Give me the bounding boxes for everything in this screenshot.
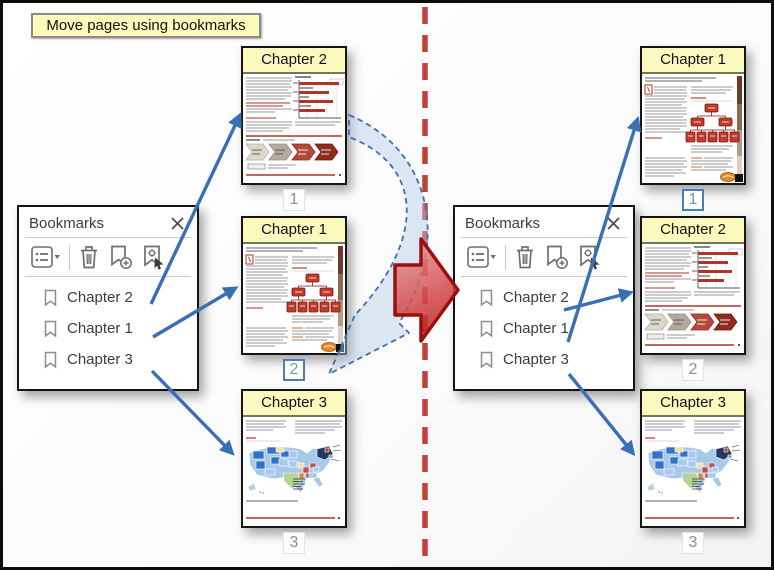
page-number-before-1: 1 [241,189,347,211]
title-banner: Move pages using bookmarks [31,13,261,38]
page-corner-marker [735,174,743,182]
close-icon[interactable] [170,216,185,231]
add-bookmark-icon[interactable] [544,244,569,270]
bookmark-icon [44,320,57,338]
bookmark-label: Chapter 3 [503,351,569,368]
page-corner-marker [336,344,344,352]
bookmark-item-chapter-2[interactable]: Chapter 2 [479,282,633,313]
bookmark-item-chapter-2[interactable]: Chapter 2 [43,282,197,313]
trash-icon[interactable] [514,244,536,270]
page-number-after-2: 2 [640,359,746,381]
trash-icon[interactable] [78,244,100,270]
bookmark-item-chapter-3[interactable]: Chapter 3 [479,344,633,375]
bookmark-list: Chapter 2 Chapter 1 Chapter 3 [19,277,197,375]
page-chapter-label: Chapter 1 [642,48,744,74]
bookmark-icon [480,351,493,369]
panel-title: Bookmarks [465,215,541,232]
bookmark-icon [44,289,57,307]
bookmark-list: Chapter 2 Chapter 1 Chapter 3 [455,277,633,375]
bookmark-icon [480,289,493,307]
divider [25,276,191,277]
page-thumbnail-before-1[interactable]: Chapter 2 [241,46,347,185]
bookmark-icon [480,320,493,338]
bookmark-item-chapter-3[interactable]: Chapter 3 [43,344,197,375]
toolbar-divider [505,244,506,270]
page-number-before-2: 2 [241,359,347,381]
page-chapter-label: Chapter 3 [642,391,744,417]
page-thumbnail-before-3[interactable]: Chapter 3 [241,389,347,528]
close-icon[interactable] [606,216,621,231]
panel-title: Bookmarks [29,215,105,232]
bookmark-options-icon[interactable] [577,244,602,270]
page-number-before-3: 3 [241,532,347,554]
bookmark-label: Chapter 1 [67,320,133,337]
page-chapter-label: Chapter 2 [243,48,345,74]
options-menu-icon[interactable] [467,246,497,268]
bookmark-label: Chapter 1 [503,320,569,337]
page-thumbnail-after-3[interactable]: Chapter 3 [640,389,746,528]
page-thumbnail-after-1[interactable]: Chapter 1 [640,46,746,185]
page-number-after-3: 3 [640,532,746,554]
bookmark-label: Chapter 2 [67,289,133,306]
bookmark-icon [44,351,57,369]
bookmark-item-chapter-1[interactable]: Chapter 1 [43,313,197,344]
page-content-preview [642,244,744,353]
transform-arrow [393,237,460,343]
divider [461,237,627,238]
options-menu-icon[interactable] [31,246,61,268]
page-chapter-label: Chapter 2 [642,218,744,244]
bookmark-item-chapter-1[interactable]: Chapter 1 [479,313,633,344]
page-number-after-1: 1 [640,189,746,211]
page-chapter-label: Chapter 3 [243,391,345,417]
page-thumbnail-after-2[interactable]: Chapter 2 [640,216,746,355]
add-bookmark-icon[interactable] [108,244,133,270]
bookmark-label: Chapter 2 [503,289,569,306]
toolbar-divider [69,244,70,270]
divider [461,276,627,277]
page-content-preview [243,244,345,353]
page-content-preview [243,74,345,183]
page-content-preview [642,417,744,526]
page-content-preview [243,417,345,526]
page-chapter-label: Chapter 1 [243,218,345,244]
bookmark-label: Chapter 3 [67,351,133,368]
page-content-preview [642,74,744,183]
page-thumbnail-before-2[interactable]: Chapter 1 [241,216,347,355]
bookmarks-panel-after: Bookmarks Chapter 2 [453,205,635,391]
divider [25,237,191,238]
bookmarks-panel-before: Bookmarks Chapter 2 [17,205,199,391]
bookmark-options-icon[interactable] [141,244,166,270]
